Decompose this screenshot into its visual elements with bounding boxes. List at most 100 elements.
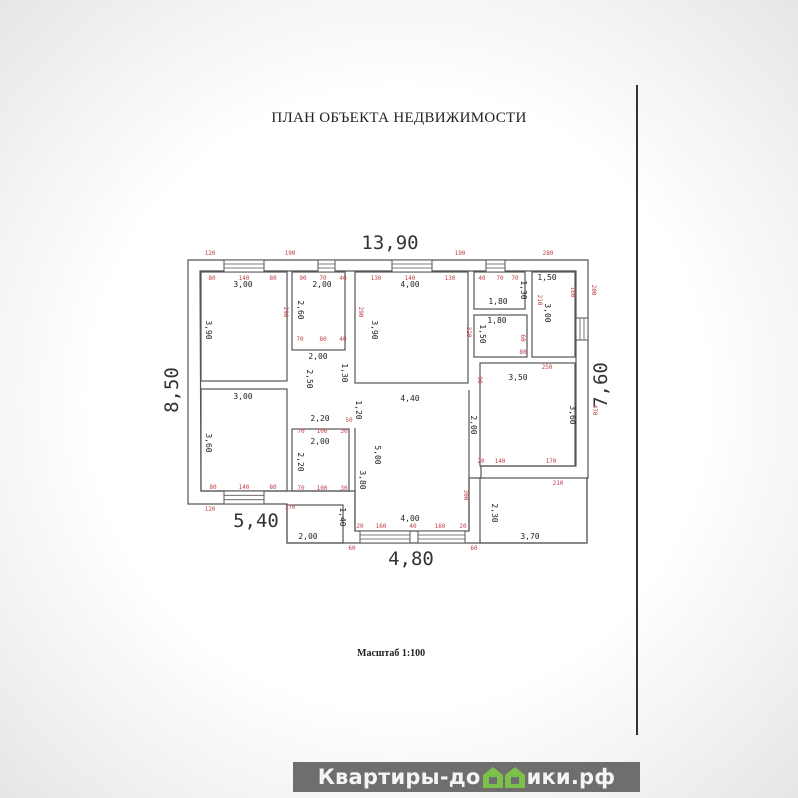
- terrace-3.7x2.3: [479, 477, 588, 544]
- room-dimension: 3,50: [508, 373, 527, 382]
- room-dimension: 2,00: [469, 415, 478, 434]
- segment-mark: 160: [435, 523, 446, 530]
- segment-mark: 130: [371, 275, 382, 282]
- dimension-labels: 13,90 8,50 7,60 5,40 4,80 3,00 3,90 2,00 2,60 4,0…: [161, 232, 612, 570]
- segment-mark: 290: [282, 307, 289, 318]
- room-1.5x3: [531, 271, 576, 358]
- room-dimension: 1,40: [338, 507, 347, 526]
- overall-dimension: 8,50: [161, 367, 183, 413]
- window: [391, 259, 433, 273]
- room-dimension: 3,80: [358, 470, 367, 489]
- room-dimension: 2,00: [312, 280, 331, 289]
- segment-mark: 160: [376, 523, 387, 530]
- room-dimension: 2,00: [298, 532, 317, 541]
- segment-mark: 80: [208, 275, 216, 282]
- room-dimension: 1,30: [519, 280, 528, 299]
- room-dimension: 2,00: [308, 352, 327, 361]
- segment-mark: 60: [470, 545, 478, 552]
- segment-mark: 190: [285, 250, 296, 257]
- segment-mark: 190: [455, 250, 466, 257]
- segment-mark: 140: [495, 458, 506, 465]
- segment-mark: 60: [519, 334, 526, 342]
- watermark-logo: Квартиры-до ики.рф: [293, 762, 640, 792]
- segment-mark: 20: [459, 523, 467, 530]
- room-dimension: 3,90: [370, 320, 379, 339]
- room-dimension: 3,90: [204, 320, 213, 339]
- room-dimension: 1,50: [537, 273, 556, 282]
- room-dimension: 2,20: [296, 452, 305, 471]
- room-dimension: 3,60: [204, 433, 213, 452]
- segment-mark: 40: [339, 336, 347, 343]
- room-dimension: 1,30: [340, 363, 349, 382]
- segment-mark: 90: [476, 376, 483, 384]
- segment-mark: 140: [239, 275, 250, 282]
- room-dimension: 4,40: [400, 394, 419, 403]
- segment-mark: 80: [269, 275, 277, 282]
- segment-mark: 80: [269, 484, 277, 491]
- segment-mark: 200: [590, 285, 597, 296]
- segment-mark: 20: [356, 523, 364, 530]
- segment-mark: 70: [297, 428, 305, 435]
- segment-mark: 30: [340, 485, 348, 492]
- overall-dimension: 4,80: [388, 548, 434, 570]
- room-dimension: 5,00: [373, 445, 382, 464]
- room-dimension: 1,50: [478, 324, 487, 343]
- segment-mark: 300: [462, 490, 469, 501]
- watermark-text-end: ики.рф: [526, 765, 616, 789]
- segment-mark: 40: [478, 275, 486, 282]
- room-1.8x1.5: [473, 314, 528, 358]
- segment-mark: 70: [296, 336, 304, 343]
- room-3.5x3.6: [479, 362, 576, 467]
- segment-mark: 80: [519, 349, 527, 356]
- room-dimension: 2,50: [305, 369, 314, 388]
- segment-mark: 310: [465, 327, 472, 338]
- window: [223, 490, 265, 505]
- room-dimension: 3,60: [568, 405, 577, 424]
- segment-mark: 90: [299, 275, 307, 282]
- room-dimension: 1,80: [487, 316, 506, 325]
- segment-mark: 170: [546, 458, 557, 465]
- segment-mark: 70: [297, 485, 305, 492]
- segment-mark: 50: [345, 417, 353, 424]
- room-dimension: 2,30: [490, 503, 499, 522]
- segment-mark: 120: [205, 506, 216, 513]
- segment-mark: 140: [405, 275, 416, 282]
- segment-mark: 470: [591, 405, 598, 416]
- segment-mark: 30: [340, 428, 348, 435]
- segment-mark: 140: [239, 484, 250, 491]
- segment-mark: 290: [357, 307, 364, 318]
- overall-dimension: 5,40: [233, 510, 279, 532]
- room-dimension: 3,70: [520, 532, 539, 541]
- room-dimension: 2,60: [296, 300, 305, 319]
- room-dimension: 3,00: [233, 392, 252, 401]
- segment-mark: 100: [317, 485, 328, 492]
- room-dimension: 2,20: [310, 414, 329, 423]
- segment-mark: 210: [553, 480, 564, 487]
- sheet-edge-line: [636, 85, 638, 735]
- segment-mark: 160: [569, 287, 576, 298]
- segment-mark: 80: [209, 484, 217, 491]
- segment-mark: 100: [317, 428, 328, 435]
- room-dimension: 3,00: [543, 303, 552, 322]
- window: [485, 259, 506, 273]
- windows: [223, 259, 589, 544]
- segment-mark: 170: [285, 504, 296, 511]
- room-dimension: 4,00: [400, 514, 419, 523]
- overall-dimension: 13,90: [361, 232, 418, 254]
- segment-mark: 70: [496, 275, 504, 282]
- segment-mark: 80: [319, 336, 327, 343]
- overall-dimension: 7,60: [590, 362, 612, 408]
- segment-mark: 210: [536, 295, 543, 306]
- segment-mark: 130: [445, 275, 456, 282]
- room-dimension: 2,00: [310, 437, 329, 446]
- segment-mark: 280: [543, 250, 554, 257]
- segment-mark: 60: [348, 545, 356, 552]
- window: [417, 530, 466, 544]
- room-dimension: 1,20: [354, 400, 363, 419]
- segment-mark: 20: [477, 458, 485, 465]
- segment-mark: 120: [205, 250, 216, 257]
- segment-mark: 70: [319, 275, 327, 282]
- window: [223, 259, 265, 273]
- house-icon: [482, 765, 526, 789]
